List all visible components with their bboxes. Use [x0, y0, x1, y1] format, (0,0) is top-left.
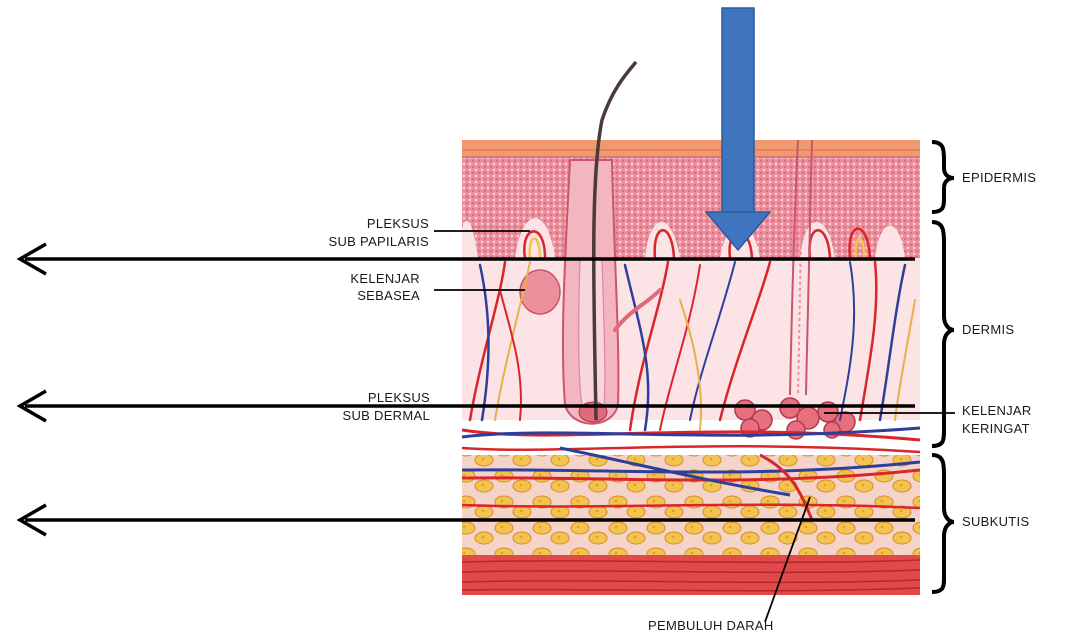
pressure-arrow [706, 8, 770, 250]
label-pembuluh-darah: PEMBULUH DARAH [648, 618, 774, 633]
label-pleksus-sub-papilaris-1: PLEKSUS [367, 216, 429, 231]
layer-braces [932, 142, 954, 592]
label-pleksus-sub-papilaris-2: SUB PAPILARIS [329, 234, 430, 249]
brace-subkutis [932, 455, 954, 592]
label-pleksus-sub-dermal-2: SUB DERMAL [342, 408, 430, 423]
label-kelenjar-keringat-1: KELENJAR [962, 403, 1032, 418]
label-kelenjar-sebasea-2: SEBASEA [357, 288, 420, 303]
label-subkutis: SUBKUTIS [962, 514, 1029, 529]
hair-follicle [563, 160, 618, 424]
label-pleksus-sub-dermal-1: PLEKSUS [368, 390, 430, 405]
label-kelenjar-sebasea-1: KELENJAR [350, 271, 420, 286]
brace-epidermis [932, 142, 954, 212]
stratum-corneum [462, 140, 920, 158]
label-epidermis: EPIDERMIS [962, 170, 1036, 185]
label-dermis: DERMIS [962, 322, 1014, 337]
label-kelenjar-keringat-2: KERINGAT [962, 421, 1030, 436]
subdermal-plexus [462, 428, 920, 452]
skin-cross-section [462, 62, 920, 595]
